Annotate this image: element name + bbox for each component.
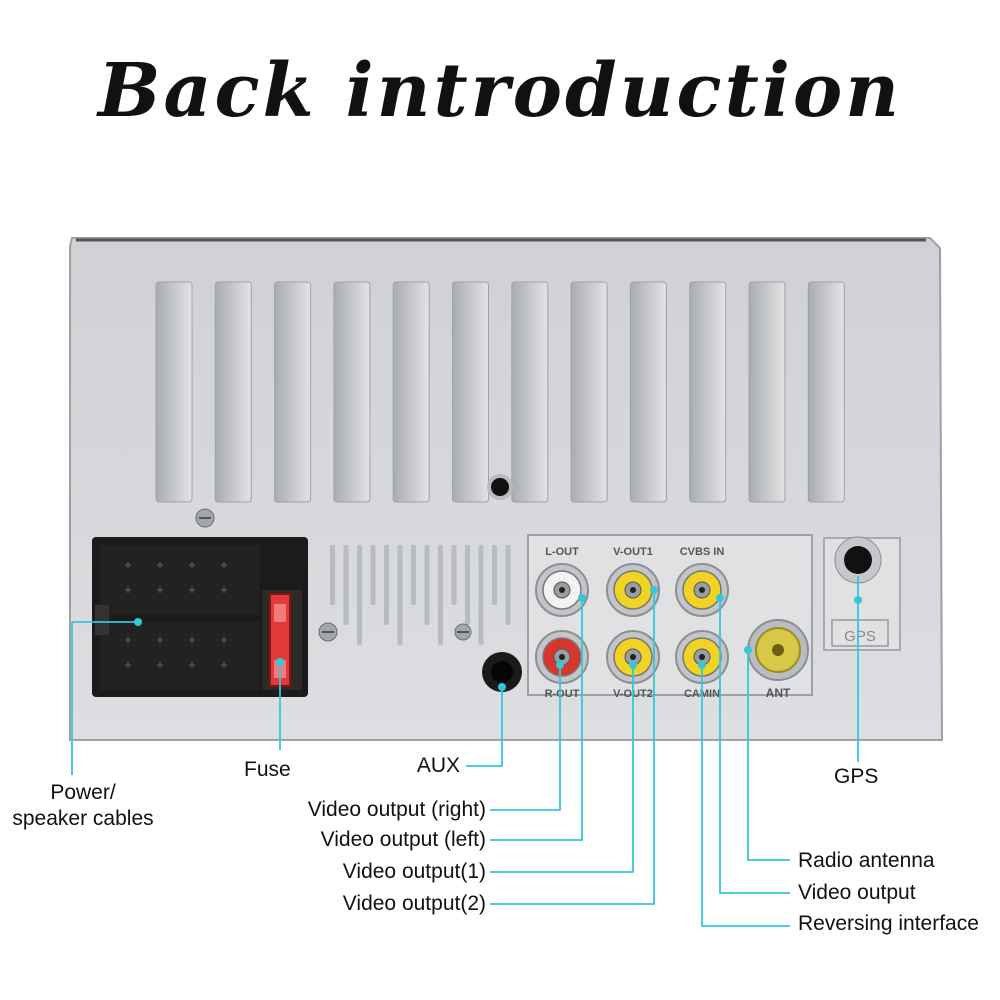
rca-cvbsin — [675, 563, 729, 617]
label-power-cables: Power/ speaker cables — [12, 781, 154, 830]
label-video-1: Video output(1) — [342, 860, 486, 883]
vent-slot — [478, 545, 484, 645]
connector-pin — [189, 637, 195, 643]
label-video-left: Video output (left) — [320, 828, 486, 851]
connector-pin — [189, 562, 195, 568]
lout-text: L-OUT — [545, 546, 579, 558]
vent-slot — [370, 545, 376, 605]
heatsink-fin — [570, 281, 608, 503]
callout-lines — [71, 576, 859, 927]
ant-text: ANT — [766, 686, 791, 700]
vent-slot — [465, 545, 470, 625]
rca-vout2 — [606, 630, 660, 684]
vout1-text: V-OUT1 — [613, 546, 653, 558]
label-radio-antenna: Radio antenna — [798, 849, 935, 872]
connector-pin — [189, 662, 195, 668]
connector-pin — [221, 637, 227, 643]
heatsink-fin — [511, 281, 549, 503]
connector-pin — [189, 587, 195, 593]
heatsink-fin — [333, 281, 371, 503]
heatsink-fins — [155, 281, 845, 503]
heatsink-fin — [214, 281, 252, 503]
connector-pin — [221, 562, 227, 568]
connector-pin — [125, 662, 131, 668]
rca-vout1 — [606, 563, 660, 617]
rout-text: R-OUT — [545, 688, 580, 700]
connector-pin — [157, 662, 163, 668]
callout-dots — [134, 586, 862, 691]
label-video-right: Video output (right) — [307, 798, 486, 821]
label-gps: GPS — [834, 765, 879, 788]
cvbsin-text: CVBS IN — [680, 546, 725, 558]
heatsink-fin — [807, 281, 845, 503]
vent-slot — [438, 545, 443, 645]
label-video-2: Video output(2) — [342, 892, 486, 915]
page-title: Back introduction — [97, 48, 903, 134]
rca-rout — [535, 630, 589, 684]
label-reversing-interface: Reversing interface — [798, 912, 979, 935]
connector-pin — [125, 562, 131, 568]
vent-slot — [505, 545, 511, 625]
gps-panel-text: GPS — [844, 628, 876, 645]
connector-pin — [221, 662, 227, 668]
heatsink-fin — [629, 281, 667, 503]
label-fuse: Fuse — [244, 758, 291, 781]
vent-slot — [357, 545, 362, 645]
heatsink-fin — [689, 281, 727, 503]
connector-pin — [157, 637, 163, 643]
radio-antenna-socket — [747, 619, 809, 681]
vent-slot — [451, 545, 457, 605]
heatsink-fin — [392, 281, 430, 503]
connector-pin — [125, 587, 131, 593]
av-panel: L-OUT V-OUT1 CVBS IN R-OUT V-OUT2 CAMIN … — [527, 534, 813, 700]
heatsink-fin — [155, 281, 193, 503]
power-speaker-connector — [92, 537, 308, 697]
aux-jack — [482, 652, 522, 692]
connector-pin — [125, 637, 131, 643]
heatsink-fin — [274, 281, 312, 503]
label-aux: AUX — [416, 754, 460, 777]
vent-slot — [424, 545, 430, 625]
vent-slot — [492, 545, 497, 605]
connector-pin — [221, 587, 227, 593]
vent-slot — [330, 545, 335, 605]
vent-slot — [411, 545, 416, 605]
vent-slot — [397, 545, 403, 645]
vent-slot — [343, 545, 349, 625]
connector-pin — [157, 587, 163, 593]
vent-slot — [384, 545, 389, 625]
rca-lout — [535, 563, 589, 617]
vent-slots — [330, 545, 511, 645]
label-video-output: Video output — [798, 881, 916, 904]
gps-port: GPS — [823, 536, 901, 651]
connector-pin — [157, 562, 163, 568]
heatsink-fin — [748, 281, 786, 503]
heatsink-fin — [452, 281, 489, 503]
